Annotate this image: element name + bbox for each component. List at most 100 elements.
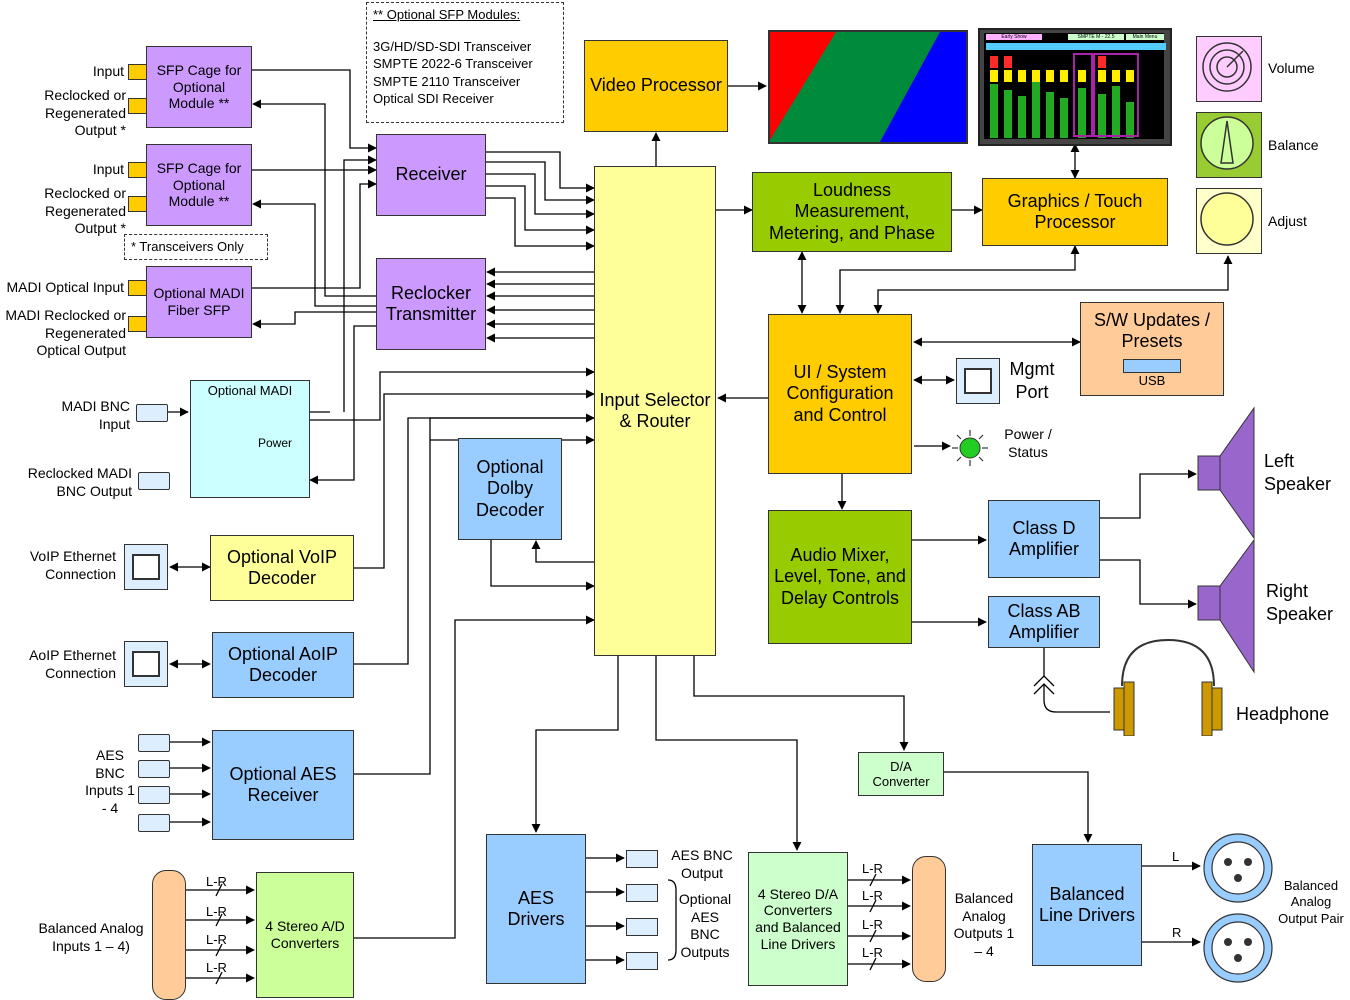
xlr-left-icon <box>1203 833 1273 903</box>
display-tab: Main Menu <box>1126 34 1164 40</box>
aoip-decoder-block: Optional AoIP Decoder <box>212 632 354 698</box>
sfp-contact <box>128 98 148 114</box>
input-label-2: Input <box>92 161 124 177</box>
voip-ethernet-label: VoIP Ethernet Connection <box>29 548 116 582</box>
xlr-connector-icons <box>1203 833 1273 983</box>
sfp-contact <box>128 316 148 332</box>
ui-system-control-block: UI / System Configuration and Control <box>768 314 912 474</box>
adjust-label: Adjust <box>1268 213 1307 229</box>
aes-bnc-inputs-label: AES BNC Inputs 1 - 4 <box>85 747 135 816</box>
left-channel-label: L <box>1172 849 1180 864</box>
ad-converters-block: 4 Stereo A/D Converters <box>256 872 354 998</box>
headphone-icon <box>1113 638 1223 736</box>
display-tab: SMPTE M - 22.5 <box>1068 34 1124 40</box>
adjust-knob[interactable] <box>1196 188 1262 254</box>
madi-fiber-sfp: Optional MADI Fiber SFP <box>146 266 252 338</box>
madi-optical-output-label: MADI Reclocked or Regenerated Optical Ou… <box>5 307 126 358</box>
sw-updates-presets-block: S/W Updates / Presets USB <box>1080 302 1224 396</box>
mgmt-port-label: Mgmt Port <box>1009 359 1055 402</box>
sfp-module-item: 3G/HD/SD-SDI Transceiver <box>373 38 532 54</box>
lr-label: L-R <box>862 917 883 932</box>
bnc-connector-icon <box>138 734 170 752</box>
class-d-amplifier-block: Class D Amplifier <box>988 500 1100 578</box>
aes-receiver-block: Optional AES Receiver <box>212 730 354 840</box>
bnc-connector-icon <box>138 472 170 490</box>
bnc-output-icon <box>626 952 658 970</box>
optional-madi-title: Optional MADI <box>207 383 293 398</box>
output-label-2: Reclocked or Regenerated Output * <box>44 185 126 236</box>
sfp-modules-heading: ** Optional SFP Modules: <box>373 7 521 22</box>
input-label-1: Input <box>92 63 124 79</box>
balance-label: Balance <box>1268 137 1319 153</box>
aes-bnc-output-label: AES BNC Output <box>671 847 733 881</box>
sfp-module-item: Optical SDI Receiver <box>373 91 494 107</box>
audio-mixer-block: Audio Mixer, Level, Tone, and Delay Cont… <box>768 510 912 644</box>
output-label-1: Reclocked or Regenerated Output * <box>44 87 126 138</box>
speaker-icons <box>1197 406 1255 674</box>
sfp-contact <box>128 280 148 296</box>
sfp-contact <box>128 64 148 80</box>
sfp-module-item: SMPTE 2022-6 Transceiver <box>373 56 533 72</box>
input-selector-router-block: Input Selector & Router <box>594 166 716 656</box>
madi-bnc-output-label: Reclocked MADI BNC Output <box>27 465 132 499</box>
bnc-connector-icon <box>136 404 168 422</box>
lr-label: L-R <box>206 960 227 975</box>
bnc-output-icon <box>626 850 658 868</box>
balance-dial-icon <box>1200 116 1254 170</box>
volume-knob[interactable] <box>1196 36 1262 102</box>
balanced-analog-output-pair-label: Balanced Analog Output Pair <box>1278 878 1344 926</box>
xlr-right-icon <box>1203 913 1273 983</box>
volume-label: Volume <box>1268 60 1315 76</box>
right-channel-label: R <box>1172 925 1182 940</box>
balance-knob[interactable] <box>1196 112 1262 178</box>
madi-bnc-input-label: MADI BNC Input <box>61 398 130 432</box>
db25-connector-icon <box>152 870 186 1000</box>
transceivers-only-note: * Transceivers Only <box>124 234 268 260</box>
aes-drivers-block: AES Drivers <box>486 834 586 984</box>
da-converter-block: D/A Converter <box>858 752 944 796</box>
bnc-connector-icon <box>138 760 170 778</box>
graphics-touch-processor-block: Graphics / Touch Processor <box>982 178 1168 246</box>
right-speaker-label: Right Speaker <box>1266 581 1334 624</box>
left-speaker-label: Left Speaker <box>1264 451 1332 494</box>
loudness-block: Loudness Measurement, Metering, and Phas… <box>752 172 952 252</box>
madi-optical-input-label: MADI Optical Input <box>6 279 125 295</box>
optional-aes-bnc-outputs-label: Optional AES BNC Outputs <box>678 891 732 960</box>
ethernet-port-icon <box>124 544 168 590</box>
bnc-connector-icon <box>138 814 170 832</box>
usb-label: USB <box>1138 372 1166 388</box>
lr-label: L-R <box>862 861 883 876</box>
sfp-contact <box>128 196 148 212</box>
sfp-contact <box>128 162 148 178</box>
bnc-connector-icon <box>138 786 170 804</box>
class-ab-amplifier-block: Class AB Amplifier <box>988 596 1100 648</box>
volume-spiral-icon <box>1202 42 1252 92</box>
dolby-decoder-block: Optional Dolby Decoder <box>458 438 562 540</box>
lr-label: L-R <box>206 874 227 889</box>
balanced-analog-inputs-label: Balanced Analog Inputs 1 – 4) <box>38 920 144 954</box>
video-processor-block: Video Processor <box>584 40 728 132</box>
madi-power-label: Power <box>258 436 293 450</box>
headphone-label: Headphone <box>1236 704 1330 724</box>
lr-label: L-R <box>206 932 227 947</box>
balanced-line-drivers-block: Balanced Line Drivers <box>1032 844 1142 966</box>
optional-madi-block: Optional MADI <box>190 380 310 498</box>
adjust-dial-icon <box>1200 192 1254 246</box>
video-display <box>768 30 968 144</box>
da-converters-line-drivers-block: 4 Stereo D/A Converters and Balanced Lin… <box>748 852 848 986</box>
db25-output-connector-icon <box>912 856 946 982</box>
mgmt-port-icon[interactable] <box>956 358 1000 404</box>
lr-label: L-R <box>206 904 227 919</box>
power-led-icon <box>952 430 988 466</box>
sw-updates-title: S/W Updates / Presets <box>1093 310 1211 352</box>
sfp-cage-2: SFP Cage for Optional Module ** <box>146 144 252 226</box>
right-speaker-icon <box>1197 538 1255 674</box>
voip-decoder-block: Optional VoIP Decoder <box>210 535 354 601</box>
sfp-modules-note: ** Optional SFP Modules: 3G/HD/SD-SDI Tr… <box>366 2 564 123</box>
lr-label: L-R <box>862 945 883 960</box>
usb-port-icon[interactable] <box>1123 358 1181 373</box>
balanced-analog-outputs-label: Balanced Analog Outputs 1 – 4 <box>953 890 1015 959</box>
reclocker-transmitter-block: Reclocker Transmitter <box>376 258 486 350</box>
power-status-label: Power / Status <box>1004 426 1052 460</box>
